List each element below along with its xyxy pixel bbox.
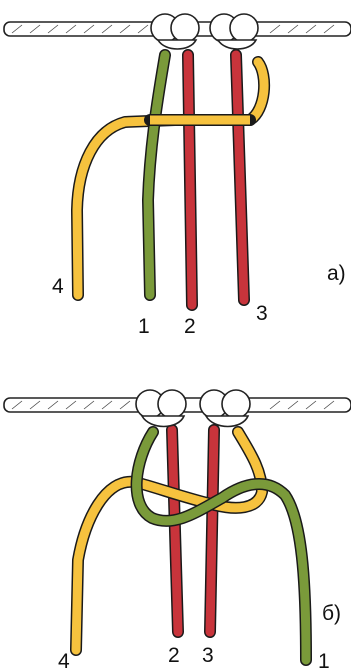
panel-b: 4 2 3 1 б)	[4, 390, 351, 672]
panel-caption-b: б)	[322, 602, 341, 625]
cord-1-a-fill	[148, 55, 165, 295]
cord-label-4-a: 4	[52, 275, 64, 298]
cord-label-1-a: 1	[138, 315, 150, 338]
cord-label-2-b: 2	[168, 644, 180, 667]
cord-3-b	[210, 430, 214, 632]
cord-label-4-b: 4	[58, 650, 70, 672]
cord-2-a	[188, 55, 192, 305]
knot-right-a	[210, 14, 258, 49]
cord-label-1-b: 1	[318, 650, 330, 672]
knot-right-b	[200, 390, 250, 427]
cord-label-3-a: 3	[256, 302, 268, 325]
panel-a: 4 1 2 3 а)	[4, 14, 351, 338]
knot-left-b	[136, 390, 186, 427]
cord-label-3-b: 3	[202, 644, 214, 667]
cord-2-b	[172, 430, 178, 632]
knot-left-a	[151, 14, 199, 49]
cord-1-b	[137, 432, 306, 660]
cord-2-a-fill	[188, 55, 192, 305]
cord-3-a	[236, 55, 244, 300]
cord-1-a	[148, 55, 165, 295]
cord-label-2-a: 2	[184, 315, 196, 338]
panel-caption-a: а)	[327, 262, 346, 285]
